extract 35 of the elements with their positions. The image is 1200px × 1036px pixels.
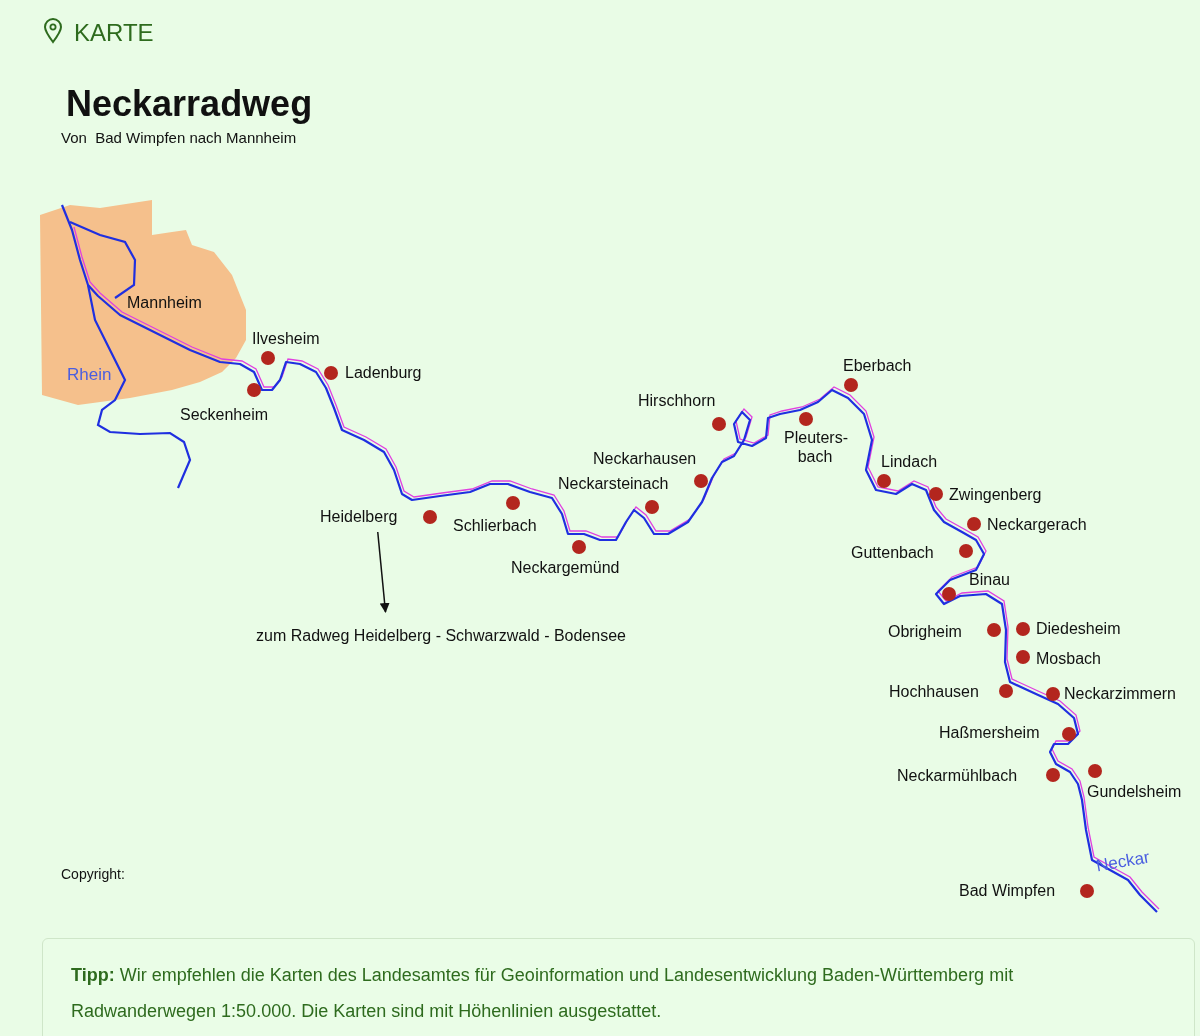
tip-text: Tipp: Wir empfehlen die Karten des Landesamtes für Geoinformation und Landesentwicklung Baden-Württemberg mit Radwanderwegen 1:50.000. Die Karten sind mit Höhenlinien ausgestattet. bbox=[71, 964, 1015, 1023]
arrow bbox=[377, 531, 390, 613]
town-label: Ladenburg bbox=[345, 363, 422, 383]
town-label: Lindach bbox=[881, 452, 938, 472]
river-label: Neckar bbox=[1094, 847, 1152, 877]
town-label: Ilvesheim bbox=[252, 329, 320, 349]
town-label: Diedesheim bbox=[1036, 619, 1121, 639]
town-label: Neckarhausen bbox=[593, 449, 697, 469]
copyright-note: Copyright: bbox=[61, 866, 125, 883]
town-label: Neckargemünd bbox=[511, 558, 620, 578]
town-label: Obrigheim bbox=[888, 622, 962, 642]
section-heading: KARTE bbox=[74, 19, 154, 48]
map-title: Neckarradweg bbox=[66, 82, 313, 126]
town-label: Neckarmühlbach bbox=[897, 766, 1018, 786]
town-label: Eberbach bbox=[843, 356, 912, 376]
town-label: Zwingenberg bbox=[949, 485, 1042, 505]
subtitle: Von Bad Wimpfen nach Mannheim bbox=[61, 129, 297, 147]
town-label: Seckenheim bbox=[180, 405, 269, 425]
town-label: Binau bbox=[969, 570, 1010, 590]
river-label: Rhein bbox=[67, 365, 112, 386]
town-label: Neckargerach bbox=[987, 515, 1087, 535]
town-label: Schlierbach bbox=[453, 516, 537, 536]
town-label: Bad Wimpfen bbox=[959, 881, 1056, 901]
town-label: Hirschhorn bbox=[638, 391, 716, 411]
town-label: Hochhausen bbox=[889, 682, 979, 702]
route-note: zum Radweg Heidelberg - Schwarzwald - Bodensee bbox=[256, 626, 626, 646]
town-label: Guttenbach bbox=[851, 543, 934, 563]
town-label: Haßmersheim bbox=[939, 723, 1040, 743]
town-label: Neckarsteinach bbox=[558, 474, 669, 494]
town-label: Gundelsheim bbox=[1087, 782, 1182, 802]
town-label: Heidelberg bbox=[320, 507, 398, 527]
town-label: Mosbach bbox=[1036, 649, 1101, 669]
city-label: Mannheim bbox=[127, 293, 202, 313]
town-label: Neckarzimmern bbox=[1064, 684, 1176, 704]
town-label: Pleuters- bach bbox=[784, 428, 846, 467]
